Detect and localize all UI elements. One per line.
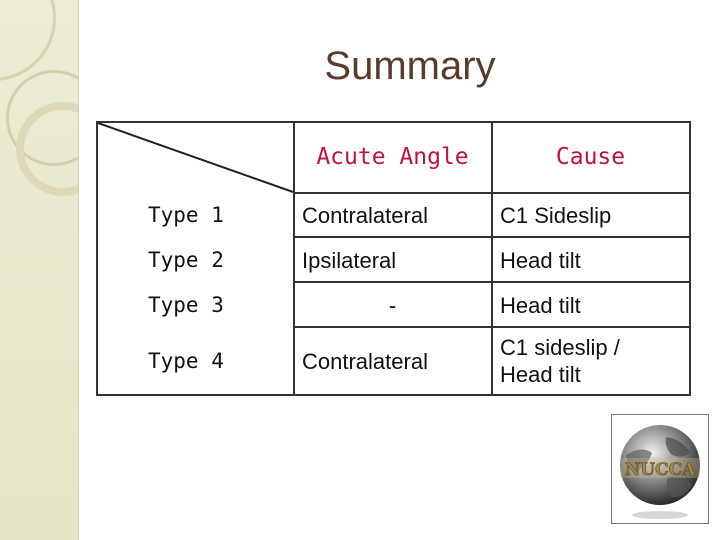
table-border-top bbox=[96, 121, 691, 123]
table-cell: C1 sideslip / Head tilt bbox=[500, 328, 670, 394]
header-divider bbox=[294, 192, 691, 194]
table-cell: Contralateral bbox=[302, 193, 490, 237]
table-border-left bbox=[96, 121, 98, 396]
header-cell-acute-angle: Acute Angle bbox=[294, 121, 491, 193]
decorative-ring bbox=[16, 102, 78, 196]
table-cell: - bbox=[294, 283, 491, 327]
angle-value: - bbox=[388, 292, 397, 318]
table-border-right bbox=[689, 121, 691, 396]
table-cell: C1 Sideslip bbox=[500, 193, 688, 237]
summary-table: Acute Angle Cause Type 1 Contralateral C… bbox=[96, 121, 691, 396]
globe-icon: NUCCA bbox=[620, 425, 700, 519]
angle-value: Contralateral bbox=[302, 348, 428, 374]
row-label-type-2: Type 2 bbox=[148, 248, 224, 272]
table-cell: Ipsilateral bbox=[302, 238, 490, 282]
svg-text:NUCCA: NUCCA bbox=[625, 460, 696, 480]
diagonal-header-line bbox=[97, 122, 294, 193]
table-row-label: Type 2 bbox=[148, 238, 293, 282]
row-label-type-1: Type 1 bbox=[148, 203, 224, 227]
row-label-type-4: Type 4 bbox=[148, 349, 224, 373]
table-row-label: Type 4 bbox=[148, 328, 293, 394]
header-cell-cause: Cause bbox=[492, 121, 689, 193]
slide-title: Summary bbox=[324, 44, 496, 88]
table-cell: Head tilt bbox=[500, 238, 688, 282]
decorative-ring bbox=[0, 0, 56, 81]
panel-divider bbox=[78, 0, 79, 540]
header-acute-angle: Acute Angle bbox=[316, 144, 469, 170]
nucca-logo: NUCCA bbox=[611, 414, 709, 524]
column-divider bbox=[293, 121, 295, 396]
cause-value: C1 sideslip / Head tilt bbox=[500, 335, 620, 387]
cause-value: Head tilt bbox=[500, 292, 581, 318]
cause-value: Head tilt bbox=[500, 247, 581, 273]
table-row-label: Type 3 bbox=[148, 283, 293, 327]
angle-value: Contralateral bbox=[302, 202, 428, 228]
header-cause: Cause bbox=[555, 144, 626, 170]
column-divider bbox=[491, 121, 493, 396]
table-row-label: Type 1 bbox=[148, 193, 293, 237]
table-border-bottom bbox=[96, 394, 691, 396]
cause-value: C1 Sideslip bbox=[500, 202, 612, 228]
row-divider bbox=[294, 236, 691, 238]
row-divider bbox=[294, 326, 691, 328]
angle-value: Ipsilateral bbox=[302, 247, 397, 273]
row-label-type-3: Type 3 bbox=[148, 293, 224, 317]
left-decorative-panel bbox=[0, 0, 78, 540]
table-cell: Head tilt bbox=[500, 283, 688, 327]
table-cell: Contralateral bbox=[302, 328, 490, 394]
row-divider bbox=[294, 281, 691, 283]
